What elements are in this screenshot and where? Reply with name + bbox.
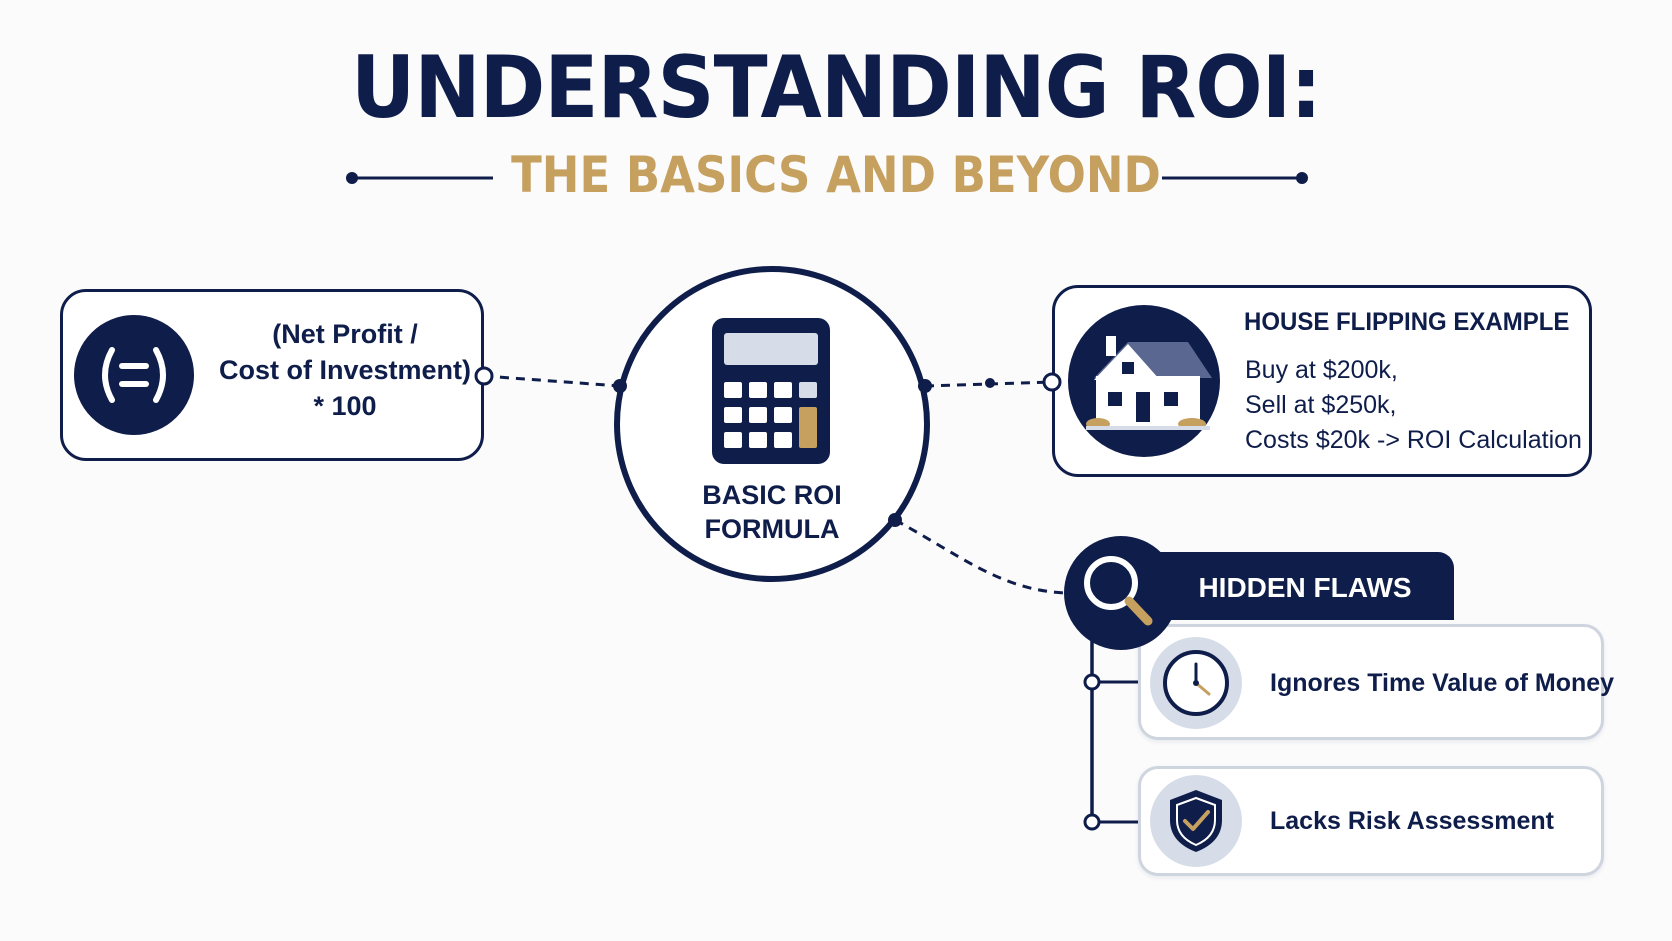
house-card-line: Costs $20k -> ROI Calculation [1245,426,1582,454]
connector-hidden-flaws [894,518,1066,595]
subtitle-rule-left [346,172,493,184]
center-label: BASIC ROI FORMULA [672,478,872,546]
page-subtitle: THE BASICS AND BEYOND [511,146,1161,204]
center-label-line: BASIC ROI [702,480,842,510]
formula-line: Cost of Investment) [218,355,472,385]
flaw-label: Ignores Time Value of Money [1270,669,1615,697]
connector-house [924,380,1053,388]
connector-formula [483,374,621,388]
flaw-label: Lacks Risk Assessment [1270,807,1554,835]
house-card-line: Buy at $200k, [1245,356,1398,384]
hub-port-right [918,379,932,393]
calculator-icon [712,318,830,464]
formula-line: (Net Profit / [272,319,418,349]
hub-port-bottom [888,513,902,527]
formula-text: (Net Profit / Cost of Investment) * 100 [195,316,495,424]
subtitle-rule-right [1162,172,1308,184]
page-title: UNDERSTANDING ROI: [351,38,1322,138]
house-card-line: Sell at $250k, [1245,391,1397,419]
hidden-flaws-title: HIDDEN FLAWS [1198,572,1412,603]
formula-line: * 100 [313,391,377,421]
center-label-line: FORMULA [704,514,840,544]
house-card-title: HOUSE FLIPPING EXAMPLE [1244,308,1570,336]
hub-port-left [613,379,627,393]
